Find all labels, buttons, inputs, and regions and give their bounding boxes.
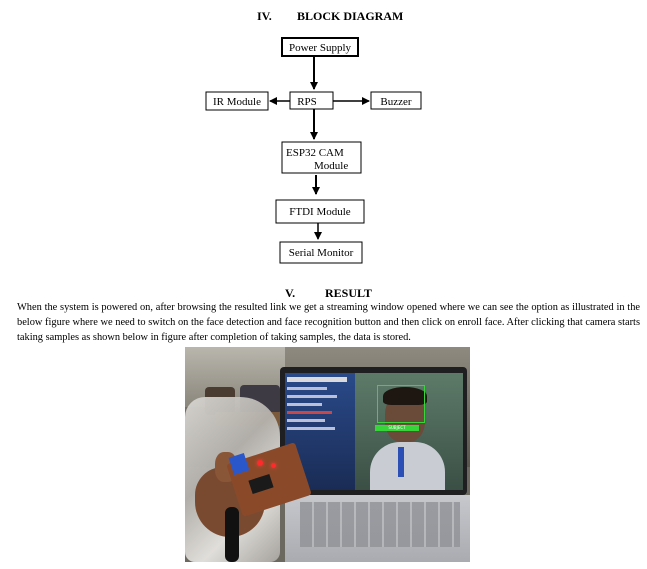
buzzer-box	[370, 91, 422, 110]
ir-module-box	[205, 91, 269, 111]
section-heading-result: V. RESULT	[285, 286, 372, 301]
section-number: IV.	[257, 9, 272, 23]
ftdi-module-box	[275, 199, 365, 224]
esp32-cam-box	[281, 141, 362, 174]
ftdi-module-label: FTDI Module	[289, 206, 351, 218]
serial-monitor-box	[279, 241, 363, 264]
esp32-cam-label-line2: Module	[314, 160, 348, 172]
power-supply-label: Power Supply	[289, 42, 352, 54]
buzzer-label: Buzzer	[380, 96, 411, 108]
serial-monitor-label: Serial Monitor	[289, 247, 354, 259]
esp32-cam-label-line1: ESP32 CAM	[286, 147, 344, 159]
section-title: BLOCK DIAGRAM	[297, 9, 404, 23]
ir-module-label: IR Module	[213, 96, 261, 108]
result-paragraph: When the system is powered on, after bro…	[17, 302, 640, 343]
block-diagram: Power Supply RPS IR Module Buzzer ESP32 …	[205, 37, 422, 264]
section-heading-block-diagram: IV. BLOCK DIAGRAM	[257, 9, 403, 24]
result-photo: SUBJECT	[185, 347, 470, 562]
power-supply-box	[281, 37, 359, 57]
rps-label: RPS	[297, 96, 317, 108]
section-title: RESULT	[325, 286, 372, 300]
section-number: V.	[285, 286, 296, 300]
detection-label: SUBJECT	[375, 425, 419, 431]
